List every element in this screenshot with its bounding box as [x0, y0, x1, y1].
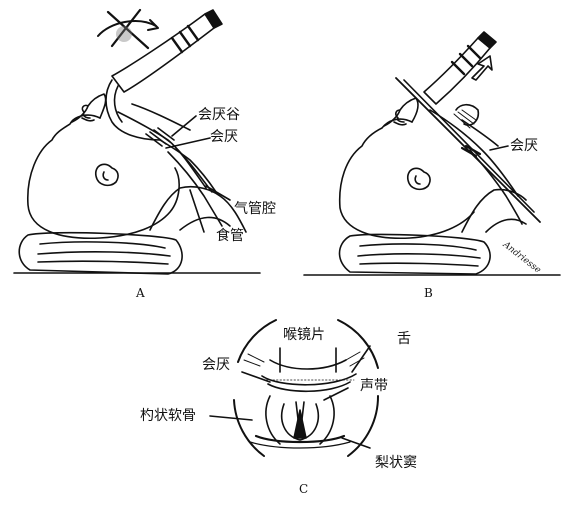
label-epiglottis-a: 会厌 — [210, 129, 238, 145]
panel-c-illustration — [209, 319, 380, 457]
laryngoscope-blade-a — [105, 79, 161, 141]
pillow-b — [338, 233, 491, 275]
label-epiglottis-c: 会厌 — [202, 357, 230, 373]
head-outline-b — [338, 118, 475, 240]
label-blade: 喉镜片 — [283, 327, 325, 343]
label-vallecula: 会厌谷 — [198, 107, 240, 123]
label-esophagus: 食管 — [216, 228, 244, 244]
panel-b-illustration — [303, 31, 561, 276]
view-circle — [237, 319, 277, 363]
head-outline-a — [27, 114, 180, 240]
caption-c: C — [299, 482, 309, 496]
laryngoscope-blade-b — [395, 77, 541, 223]
caption-a: A — [136, 286, 145, 300]
label-piriform-sinus: 梨状窦 — [375, 455, 417, 471]
label-vocal-cords: 声带 — [360, 378, 388, 394]
pillow-a — [18, 231, 183, 275]
panel-a-illustration — [13, 8, 261, 275]
ear-b — [406, 167, 431, 191]
label-arytenoid: 杓状软骨 — [140, 408, 196, 424]
label-tongue: 舌 — [397, 331, 411, 347]
ear-a — [94, 163, 119, 187]
label-epiglottis-b: 会厌 — [510, 138, 538, 154]
caption-b: B — [424, 286, 433, 300]
label-trachea: 气管腔 — [234, 201, 276, 217]
glottis-opening — [293, 409, 307, 439]
